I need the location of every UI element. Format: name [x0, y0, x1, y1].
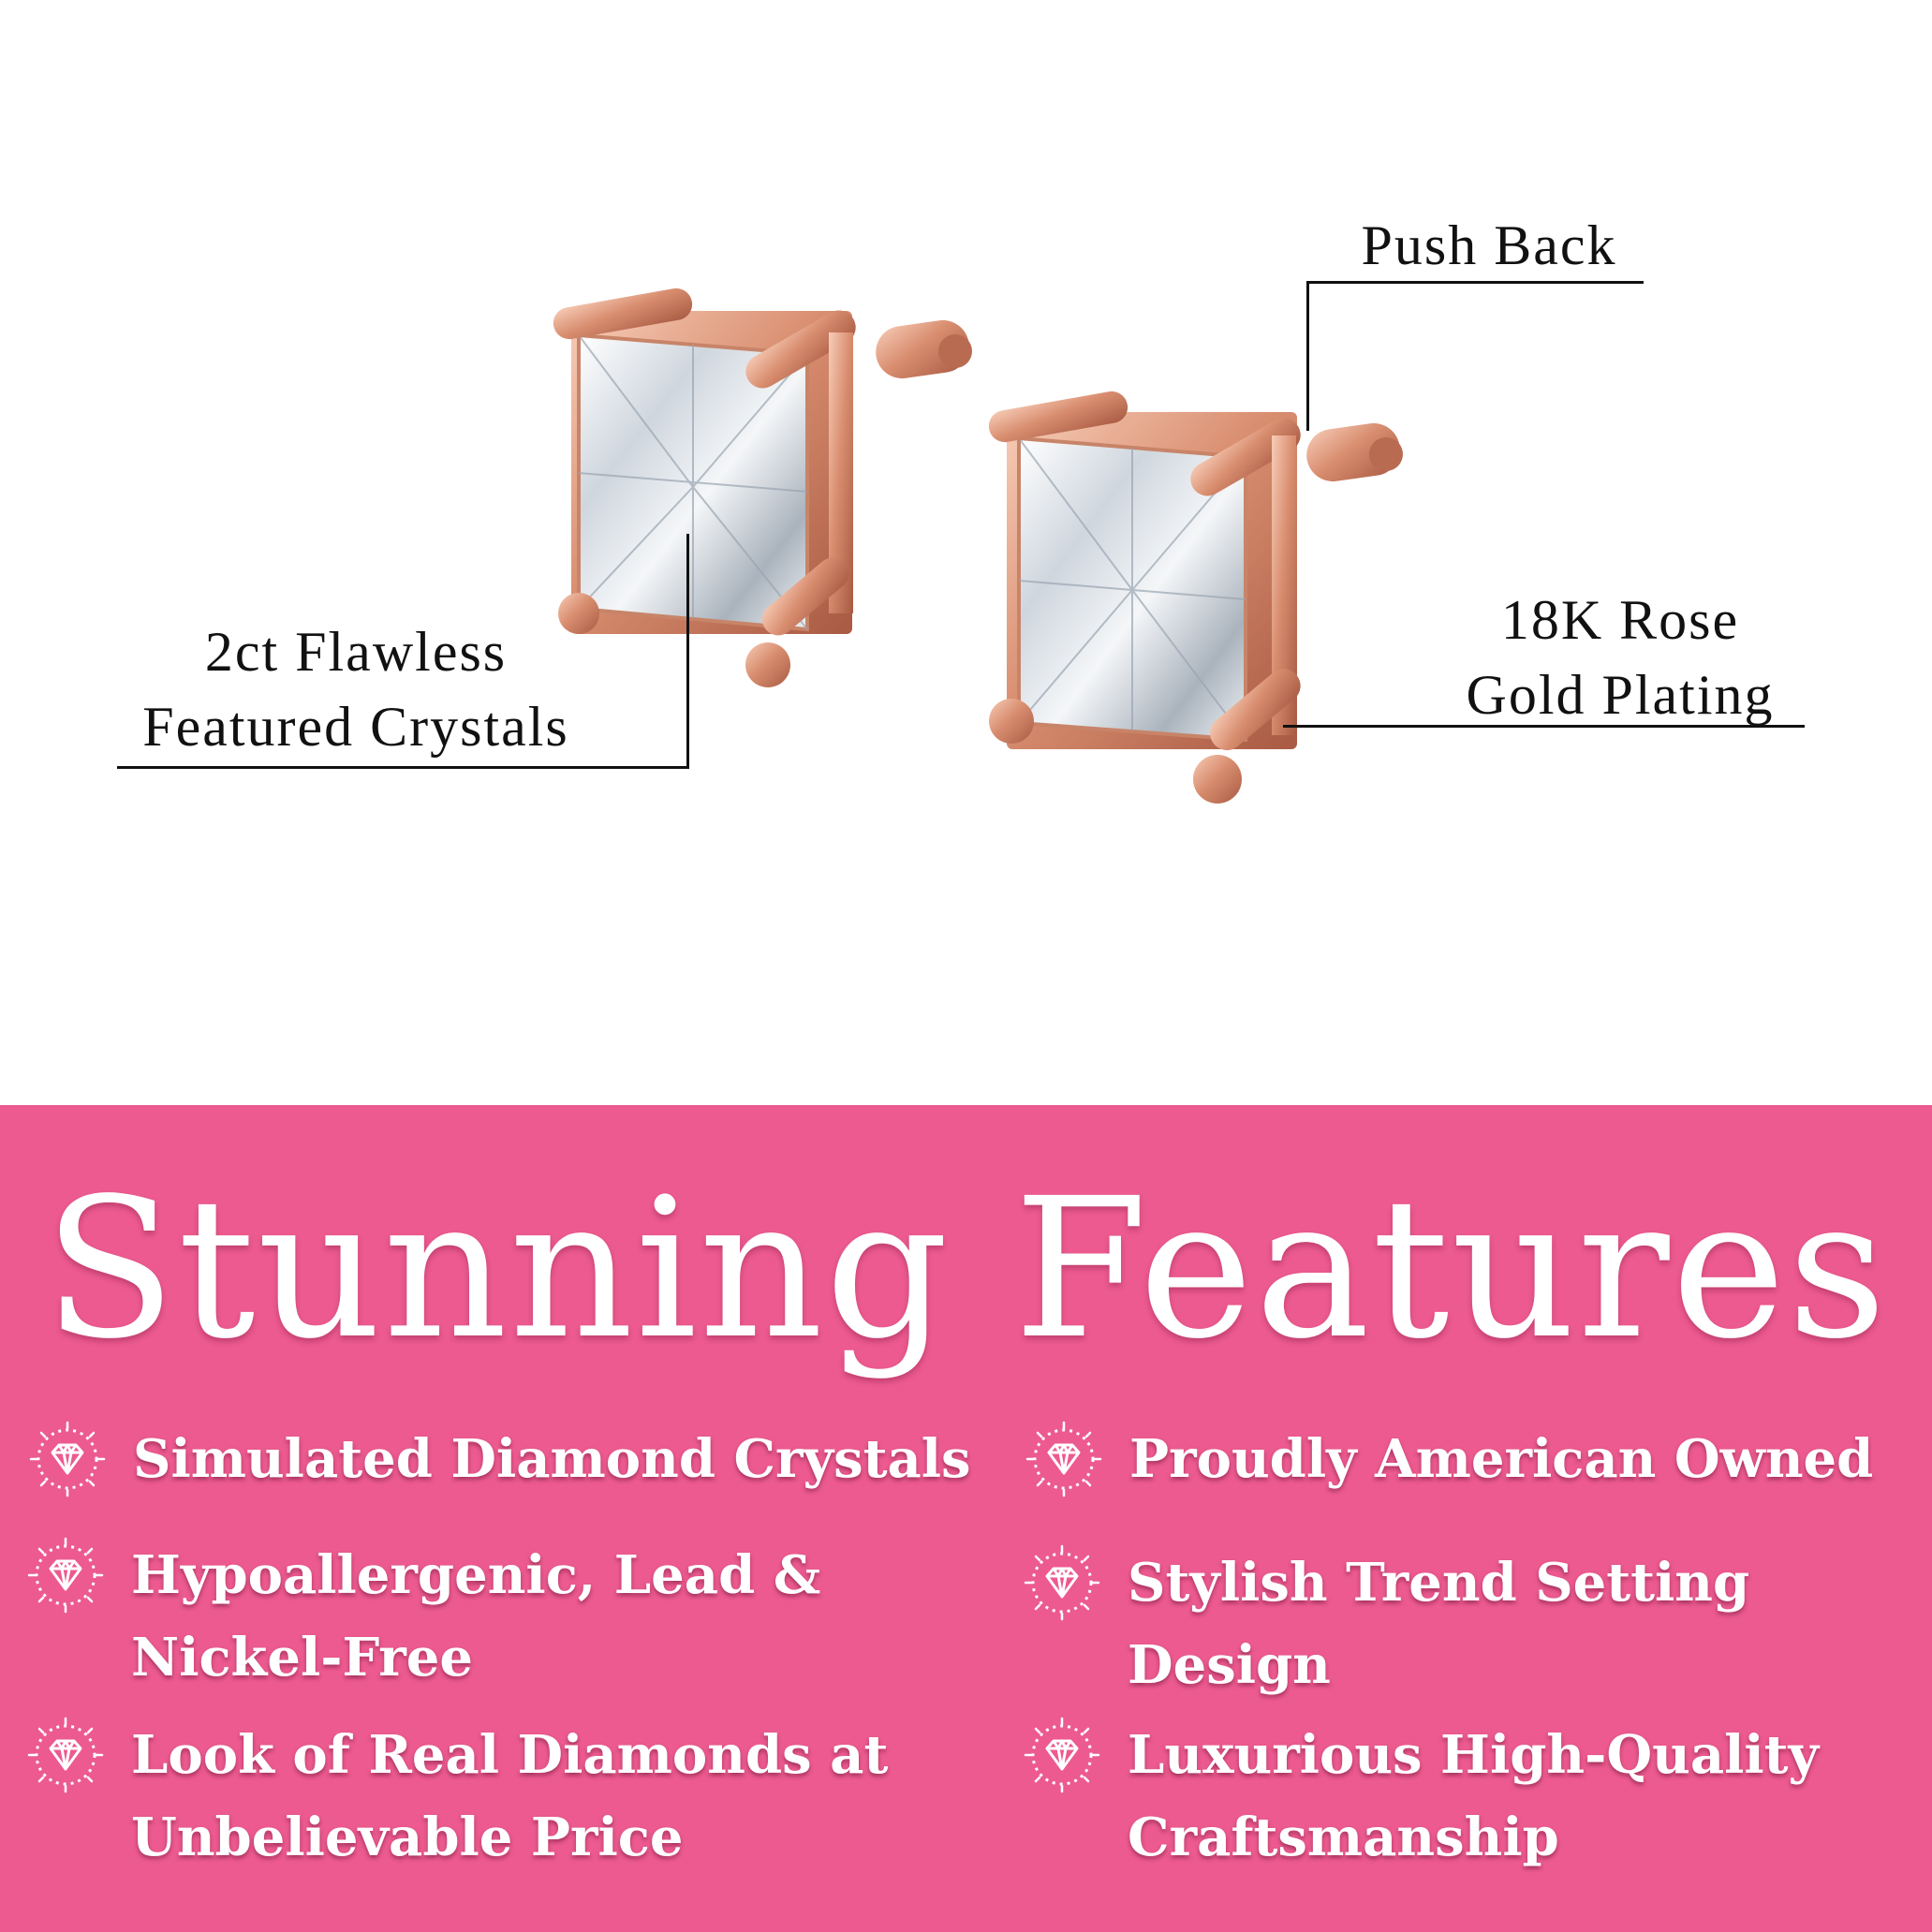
diamond-icon [1025, 1420, 1103, 1498]
callout-plating-line2: Gold Plating [1466, 664, 1775, 726]
feature-line2: Craftsmanship [1128, 1807, 1559, 1868]
diamond-icon [1023, 1543, 1101, 1622]
feature-line2: Unbelievable Price [131, 1807, 684, 1868]
leader-line-plating [1283, 725, 1805, 728]
feature-line1: Simulated Diamond Crystals [133, 1428, 971, 1490]
leader-line-push-underline [1306, 281, 1644, 284]
feature-line1: Stylish Trend Setting [1128, 1552, 1750, 1614]
feature-item: Stylish Trend Setting Design [1128, 1541, 1749, 1706]
diamond-icon [1023, 1716, 1101, 1794]
leader-line-crystals-underline [117, 766, 688, 769]
features-banner: Stunning Features Simulated Diamond Crys… [0, 1105, 1932, 1932]
feature-line2: Nickel-Free [131, 1627, 474, 1689]
callout-crystals: 2ct Flawless Featured Crystals [117, 614, 595, 764]
diamond-icon [28, 1420, 107, 1498]
feature-item: Luxurious High-Quality Craftsmanship [1128, 1714, 1819, 1879]
feature-line1: Look of Real Diamonds at [131, 1724, 889, 1786]
feature-line2: Design [1128, 1634, 1331, 1696]
feature-item: Look of Real Diamonds at Unbelievable Pr… [131, 1714, 888, 1879]
diamond-icon [26, 1536, 105, 1615]
right-earring [988, 391, 1403, 804]
features-headline: Stunning Features [43, 1157, 1889, 1381]
feature-line1: Hypoallergenic, Lead & [131, 1544, 821, 1606]
leader-line-crystals-vertical [686, 534, 689, 769]
feature-line1: Proudly American Owned [1129, 1428, 1874, 1490]
callout-crystals-line2: Featured Crystals [142, 696, 569, 758]
callout-crystals-line1: 2ct Flawless [204, 621, 508, 683]
feature-item: Hypoallergenic, Lead & Nickel-Free [131, 1534, 820, 1699]
earrings-illustration [553, 288, 1403, 804]
feature-item: Proudly American Owned [1129, 1418, 1873, 1500]
diamond-icon [26, 1716, 105, 1794]
callout-push-back: Push Back [1361, 214, 1617, 276]
left-earring [553, 288, 972, 687]
product-photo-area: 2ct Flawless Featured Crystals Push Back… [117, 214, 1817, 804]
leader-line-push-vertical [1306, 281, 1309, 431]
callout-plating: 18K Rose Gold Plating [1423, 583, 1817, 732]
callout-plating-line1: 18K Rose [1500, 589, 1740, 651]
feature-line1: Luxurious High-Quality [1128, 1724, 1820, 1786]
feature-item: Simulated Diamond Crystals [133, 1418, 971, 1500]
